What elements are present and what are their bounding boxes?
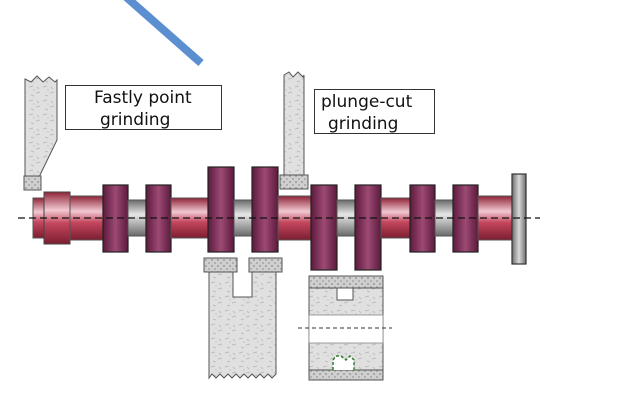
tool-pad — [248, 257, 283, 273]
cam-lobe — [354, 184, 382, 271]
plunge-cut-line1: plunge-cut — [321, 92, 413, 112]
shaft-end-flange — [511, 173, 527, 265]
plunge-grinding-tool-lower-a — [203, 257, 283, 380]
blue-pointer-icon — [123, 0, 204, 67]
tool-pad — [308, 369, 384, 381]
cam-lobe — [310, 184, 338, 271]
fast-point-grinding-label: Fastly point grinding — [65, 85, 222, 130]
fast-point-line1: Fastly point — [94, 88, 192, 108]
cam-lobe — [207, 166, 235, 253]
point-grinding-tool — [23, 75, 58, 191]
plunge-grinding-tool-lower-b — [298, 275, 392, 381]
fast-point-line2: grinding — [100, 110, 171, 130]
upper-tool-pad — [279, 174, 309, 190]
tool-pad — [203, 257, 238, 273]
point-grinding-pad — [23, 175, 42, 191]
tool-pad — [308, 275, 384, 289]
plunge-cut-line2: grinding — [328, 114, 399, 134]
plunge-cut-grinding-label: plunge-cut grinding — [314, 89, 435, 134]
plunge-grinding-tool-upper — [279, 71, 309, 190]
cam-lobe — [251, 166, 279, 253]
camshaft — [18, 166, 540, 271]
contact-notch — [332, 354, 355, 370]
